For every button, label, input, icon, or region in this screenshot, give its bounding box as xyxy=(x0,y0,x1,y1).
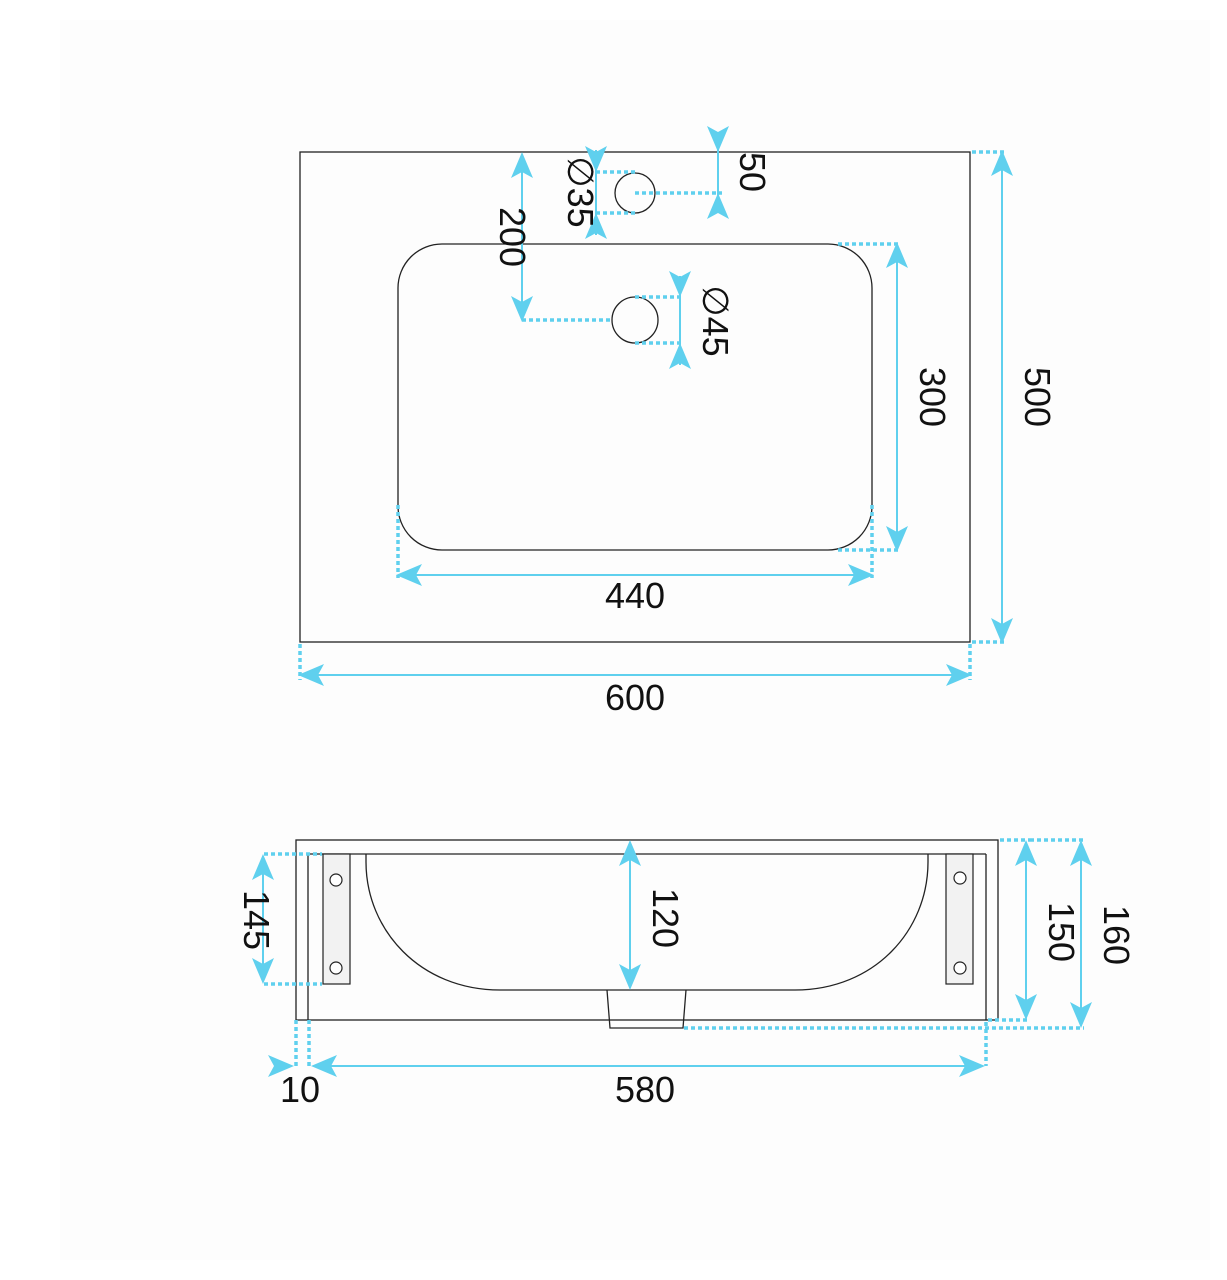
dim-drain-diameter xyxy=(635,271,691,369)
dim-bowl-width xyxy=(396,505,874,586)
label-total-height: 160 xyxy=(1096,905,1137,965)
dim-tap-hole-diameter xyxy=(585,146,637,239)
front-view: 10 580 145 120 xyxy=(236,838,1137,1110)
front-view-drain-outlet xyxy=(606,989,687,1029)
dim-drain-offset xyxy=(511,152,612,322)
dim-overall-depth xyxy=(972,150,1013,644)
top-view-countertop-outline xyxy=(299,151,971,643)
right-mounting-bracket xyxy=(945,853,974,985)
dim-bracket-height xyxy=(252,852,322,986)
label-inner-width: 580 xyxy=(615,1069,675,1110)
label-drain-offset: 200 xyxy=(492,207,533,267)
dim-tap-hole-offset xyxy=(635,126,729,219)
top-view-bowl-outline xyxy=(397,243,873,551)
label-bowl-height: 120 xyxy=(645,888,686,948)
front-view-bowl-profile xyxy=(365,854,929,991)
label-drain-diameter: ∅45 xyxy=(695,285,736,356)
label-body-height: 150 xyxy=(1041,902,1082,962)
label-tap-hole-offset: 50 xyxy=(732,152,773,192)
dim-inner-width xyxy=(311,1022,988,1077)
top-view: 600 500 440 300 xyxy=(298,126,1058,718)
dim-bowl-height xyxy=(619,840,641,990)
label-overall-width: 600 xyxy=(605,677,665,718)
front-view-body-outline xyxy=(295,839,999,1021)
label-overall-depth: 500 xyxy=(1017,367,1058,427)
drawing-sheet xyxy=(60,20,1210,1260)
label-tap-hole-diameter: ∅35 xyxy=(560,156,601,227)
dim-body-height xyxy=(988,838,1037,1022)
dim-side-gap xyxy=(268,1020,311,1077)
left-mounting-bracket xyxy=(322,853,351,985)
dim-total-height xyxy=(684,838,1092,1030)
label-side-gap: 10 xyxy=(280,1069,320,1110)
label-bowl-depth: 300 xyxy=(912,367,953,427)
label-bowl-width: 440 xyxy=(605,575,665,616)
dim-bowl-depth xyxy=(838,242,908,552)
dim-overall-width xyxy=(298,644,972,686)
label-bracket-height: 145 xyxy=(236,890,277,950)
